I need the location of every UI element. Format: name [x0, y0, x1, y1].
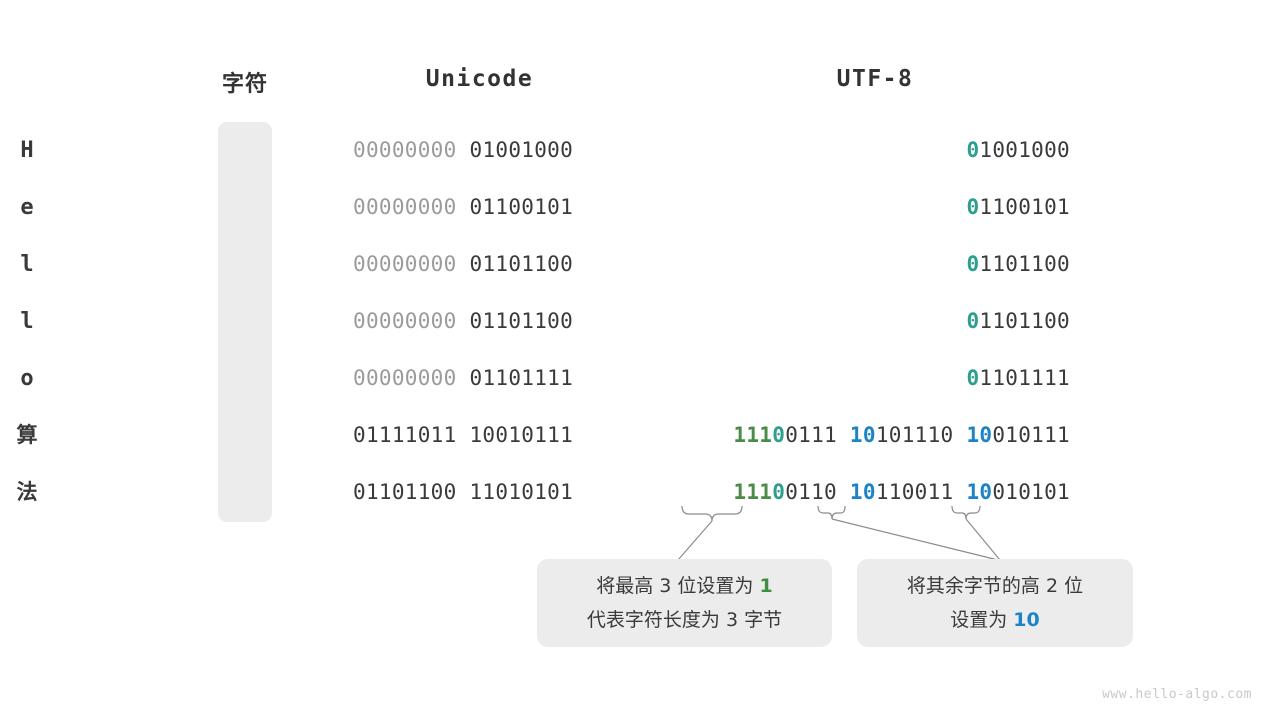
unicode-binary-row: 00000000 01101100	[353, 236, 606, 293]
unicode-binary-row: 00000000 01100101	[353, 179, 606, 236]
utf8-byte-payload: 1101100	[979, 309, 1070, 333]
utf8-byte-payload: 0110	[785, 480, 837, 504]
callout-box-continuation-bytes: 将其余字节的高 2 位 设置为 10	[857, 559, 1133, 647]
utf8-byte-prefix: 0	[966, 195, 980, 219]
character-cell: 法	[16, 480, 38, 504]
utf8-binary-row: 01001000	[660, 122, 1070, 179]
utf8-byte-payload: 010101	[992, 480, 1070, 504]
callout-text: 代表字符长度为 3 字节	[586, 609, 783, 631]
character-cell: H	[20, 138, 34, 163]
unicode-value-byte: 01101111	[469, 366, 574, 390]
utf8-byte-payload: 1001000	[979, 138, 1070, 162]
utf8-byte-payload: 010111	[992, 423, 1070, 447]
unicode-value-byte: 01100101	[469, 195, 574, 219]
unicode-value-byte: 01101100	[469, 309, 574, 333]
utf8-binary-row: 01101100	[660, 236, 1070, 293]
utf8-byte-payload: 1101111	[979, 366, 1070, 390]
character-cell: o	[20, 366, 34, 391]
utf8-byte-payload: 101110	[875, 423, 954, 447]
unicode-binary-row: 00000000 01101100	[353, 293, 606, 350]
callout-text: 将其余字节的高 2 位	[906, 575, 1084, 597]
unicode-padding-byte: 00000000	[353, 366, 470, 390]
callout-highlight-value: 1	[759, 575, 773, 597]
callout-box-first-byte: 将最高 3 位设置为 1 代表字符长度为 3 字节	[537, 559, 832, 647]
character-cell: l	[20, 309, 34, 334]
utf8-byte-separator	[953, 423, 966, 447]
unicode-binary-row: 00000000 01001000	[353, 122, 606, 179]
utf8-byte-prefix-terminator: 0	[772, 423, 786, 447]
callout-1-line-2: 代表字符长度为 3 字节	[587, 603, 782, 637]
utf8-byte-prefix: 10	[849, 480, 876, 504]
utf8-byte-payload: 0111	[785, 423, 837, 447]
utf8-binary-row: 11100110 10110011 10010101	[660, 464, 1070, 521]
utf8-byte-prefix: 0	[966, 252, 980, 276]
utf8-byte-prefix: 0	[966, 138, 980, 162]
utf8-byte-prefix: 111	[733, 423, 773, 447]
callout-highlight-value: 10	[1013, 609, 1040, 631]
character-cell: e	[20, 195, 34, 220]
utf8-binary-row: 01100101	[660, 179, 1070, 236]
utf8-byte-prefix: 0	[966, 366, 980, 390]
utf8-byte-prefix-terminator: 0	[772, 480, 786, 504]
unicode-padding-byte: 00000000	[353, 252, 470, 276]
callout-text: 将最高 3 位设置为	[596, 575, 760, 597]
site-watermark: www.hello-algo.com	[1102, 687, 1252, 702]
utf8-byte-prefix: 10	[849, 423, 876, 447]
utf8-binary-row: 01101100	[660, 293, 1070, 350]
utf8-byte-separator	[953, 480, 966, 504]
leader-line-second-byte	[831, 518, 999, 561]
unicode-value-byte: 01001000	[469, 138, 574, 162]
utf8-byte-payload: 1100101	[979, 195, 1070, 219]
utf8-binary-row: 11100111 10101110 10010111	[660, 407, 1070, 464]
utf8-byte-payload: 1101100	[979, 252, 1070, 276]
utf8-binary-row: 01101111	[660, 350, 1070, 407]
leader-line-third-byte	[965, 518, 1001, 561]
unicode-padding-byte: 00000000	[353, 309, 470, 333]
utf8-byte-prefix: 10	[966, 423, 993, 447]
character-column-pill	[218, 122, 272, 522]
unicode-value-byte: 01101100 11010101	[353, 480, 574, 504]
leader-line-first-byte	[677, 520, 713, 561]
callout-text: 设置为	[950, 609, 1014, 631]
callout-2-line-1: 将其余字节的高 2 位	[907, 569, 1083, 603]
unicode-padding-byte: 00000000	[353, 195, 470, 219]
unicode-padding-byte: 00000000	[353, 138, 470, 162]
unicode-value-byte: 01101100	[469, 252, 574, 276]
unicode-binary-row: 01111011 10010111	[353, 407, 606, 464]
utf8-byte-prefix: 0	[966, 309, 980, 333]
utf8-byte-payload: 110011	[875, 480, 954, 504]
utf8-byte-prefix: 10	[966, 480, 993, 504]
unicode-binary-row: 01101100 11010101	[353, 464, 606, 521]
callout-1-line-1: 将最高 3 位设置为 1	[596, 569, 772, 603]
utf8-byte-separator	[837, 480, 850, 504]
character-cell: 算	[16, 423, 38, 447]
unicode-binary-row: 00000000 01101111	[353, 350, 606, 407]
utf8-byte-separator	[837, 423, 850, 447]
utf8-byte-prefix: 111	[733, 480, 773, 504]
callout-2-line-2: 设置为 10	[950, 603, 1040, 637]
unicode-value-byte: 01111011 10010111	[353, 423, 574, 447]
column-header-character: 字符	[221, 71, 268, 96]
column-header-unicode: Unicode	[425, 66, 534, 92]
column-header-utf8: UTF-8	[836, 66, 914, 92]
character-cell: l	[20, 252, 34, 277]
